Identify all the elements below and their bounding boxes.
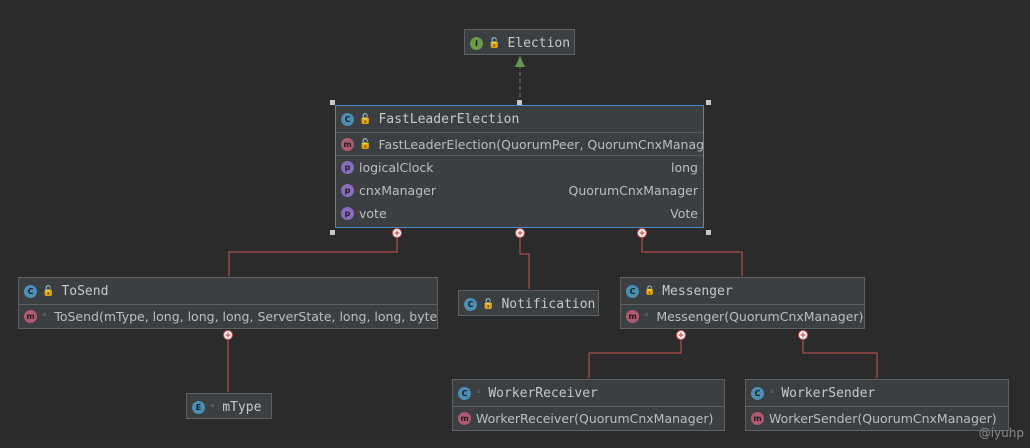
class-icon: C bbox=[751, 386, 764, 400]
node-title: Notification bbox=[501, 296, 596, 312]
method-icon: m bbox=[24, 309, 37, 323]
node-tosend[interactable]: C 🔓 ToSend m ◦ ToSend(mType, long, long,… bbox=[18, 277, 438, 329]
public-visibility-icon: 🔓 bbox=[359, 113, 372, 125]
node-title: mType bbox=[222, 399, 262, 415]
constructor-signature: Messenger(QuorumCnxManager) bbox=[656, 308, 864, 324]
constructor-signature: ToSend(mType, long, long, long, ServerSt… bbox=[54, 308, 437, 324]
node-messenger[interactable]: C 🔒 Messenger m ◦ Messenger(QuorumCnxMan… bbox=[620, 277, 865, 329]
class-icon: C bbox=[626, 284, 639, 298]
public-visibility-icon: 🔓 bbox=[359, 138, 372, 150]
package-visibility-icon: ◦ bbox=[769, 387, 775, 398]
property-icon: p bbox=[341, 207, 354, 220]
class-icon: C bbox=[458, 386, 471, 400]
constructor-signature: WorkerSender(QuorumCnxManager) bbox=[769, 410, 997, 426]
edge-messenger-to-workersender bbox=[802, 335, 878, 378]
package-visibility-icon: ◦ bbox=[644, 310, 650, 321]
node-notification[interactable]: C 🔓 Notification bbox=[458, 290, 599, 316]
class-icon: C bbox=[341, 112, 354, 126]
package-visibility-icon: ◦ bbox=[210, 401, 216, 412]
public-visibility-icon: 🔓 bbox=[42, 285, 55, 297]
method-icon: m bbox=[751, 411, 764, 425]
public-visibility-icon: 🔓 bbox=[488, 37, 501, 49]
node-title: FastLeaderElection bbox=[378, 111, 520, 127]
node-election[interactable]: I 🔓 Election bbox=[464, 29, 575, 55]
node-title: ToSend bbox=[61, 283, 109, 299]
implements-arrowhead-icon bbox=[515, 56, 525, 67]
field-name: cnxManager bbox=[359, 183, 436, 198]
node-mtype[interactable]: E ◦ mType bbox=[186, 393, 272, 419]
selection-handle[interactable] bbox=[517, 100, 522, 105]
class-icon: C bbox=[464, 297, 477, 311]
field-row: p cnxManager QuorumCnxManager bbox=[336, 179, 703, 202]
field-type: Vote bbox=[670, 206, 698, 221]
property-icon: p bbox=[341, 161, 354, 174]
field-row: p logicalClock long bbox=[336, 156, 703, 179]
edge-fastleader-to-tosend bbox=[228, 233, 398, 276]
private-visibility-icon: 🔒 bbox=[644, 285, 656, 296]
selection-handle[interactable] bbox=[330, 230, 335, 235]
edge-fastleader-to-messenger bbox=[641, 233, 743, 276]
interface-icon: I bbox=[470, 36, 483, 50]
field-name: vote bbox=[359, 206, 387, 221]
method-icon: m bbox=[341, 137, 354, 151]
field-name: logicalClock bbox=[359, 160, 434, 175]
watermark-text: @iyuhp bbox=[978, 426, 1024, 440]
node-title: WorkerReceiver bbox=[488, 385, 598, 401]
field-row: p vote Vote bbox=[336, 202, 703, 225]
package-visibility-icon: ◦ bbox=[476, 387, 482, 398]
constructor-signature: FastLeaderElection(QuorumPeer, QuorumCnx… bbox=[378, 136, 703, 152]
property-icon: p bbox=[341, 184, 354, 197]
node-workerreceiver[interactable]: C ◦ WorkerReceiver m WorkerReceiver(Quor… bbox=[452, 379, 725, 431]
constructor-signature: WorkerReceiver(QuorumCnxManager) bbox=[476, 410, 714, 426]
class-icon: C bbox=[24, 284, 37, 298]
node-title: WorkerSender bbox=[781, 385, 876, 401]
field-type: QuorumCnxManager bbox=[568, 183, 699, 198]
edge-fastleader-to-notification bbox=[519, 233, 530, 289]
selection-handle[interactable] bbox=[706, 100, 711, 105]
method-icon: m bbox=[458, 411, 471, 425]
selection-handle[interactable] bbox=[330, 100, 335, 105]
selection-handle[interactable] bbox=[706, 230, 711, 235]
node-fastleaderelection[interactable]: C 🔓 FastLeaderElection m 🔓 FastLeaderEle… bbox=[335, 105, 704, 228]
method-icon: m bbox=[626, 309, 639, 323]
field-type: long bbox=[671, 160, 698, 175]
package-visibility-icon: ◦ bbox=[42, 310, 48, 321]
node-title: Election bbox=[507, 35, 571, 51]
node-title: Messenger bbox=[662, 283, 733, 299]
enum-icon: E bbox=[192, 400, 205, 414]
edge-messenger-to-workerreceiver bbox=[588, 335, 682, 378]
node-workersender[interactable]: C ◦ WorkerSender m WorkerSender(QuorumCn… bbox=[745, 379, 1009, 431]
public-visibility-icon: 🔓 bbox=[482, 298, 495, 310]
